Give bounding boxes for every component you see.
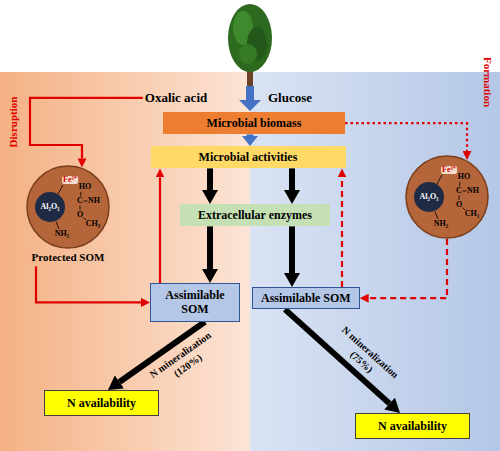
- chemical-bond: [58, 185, 63, 194]
- node-text: Assimilable SOM: [261, 291, 351, 305]
- pool-box: Assimilable SOM: [252, 287, 360, 309]
- edge-label: N mineralization (120%): [142, 324, 227, 395]
- outcome-box: N availability: [355, 413, 470, 439]
- arrow-connector: [369, 239, 447, 298]
- arrow-connector: [207, 226, 213, 269]
- process-box: Microbial activities: [151, 146, 346, 168]
- arrow-connector: [341, 177, 343, 287]
- arrow-connector: [207, 168, 213, 190]
- arrow-connector: [30, 98, 143, 159]
- input-arrow: [239, 86, 261, 111]
- group-label: NH₂: [55, 230, 69, 238]
- protected-som-circle: Al₂O₃Fe³⁺HOCNHOCH₃NH₂Protected SOM: [26, 165, 110, 249]
- atom-label: O: [77, 211, 83, 219]
- chemical-bond: [463, 208, 466, 211]
- substrate-label: Oxalic acid: [145, 90, 207, 106]
- som-particle: [406, 156, 488, 238]
- chemical-bond: [463, 191, 467, 192]
- node-text: N availability: [364, 419, 461, 433]
- atom-label: O: [456, 201, 462, 209]
- mineral-particle: [414, 182, 444, 212]
- node-heading: Protected SOM: [32, 251, 105, 264]
- mineral-particle: [35, 192, 65, 222]
- chemical-bond: [84, 218, 87, 221]
- edge-label: Formation: [480, 57, 493, 107]
- node-text: N availability: [53, 396, 150, 410]
- atom-label: C: [456, 187, 462, 195]
- arrow-connector: [36, 266, 141, 302]
- arrow-connector: [247, 134, 254, 136]
- chemical-bond: [437, 175, 442, 184]
- chemical-bond: [435, 212, 438, 220]
- group-label: HO: [79, 183, 91, 191]
- arrow-connector: [289, 226, 295, 273]
- tree-illustration: [228, 4, 272, 86]
- mineral-label: Al₂O₃: [419, 193, 438, 201]
- substrate-label: Glucose: [268, 90, 312, 106]
- chemical-bond: [459, 196, 460, 201]
- edge-label: N mineralization (75%): [325, 318, 406, 395]
- som-particle: [27, 166, 109, 248]
- group-label: CH₃: [86, 220, 100, 228]
- tree-crown: [228, 4, 272, 72]
- atom-label: C: [77, 197, 83, 205]
- chemical-bond: [80, 206, 81, 211]
- arrow-connector: [289, 168, 295, 190]
- node-text: Microbial biomass: [172, 116, 336, 130]
- chemical-bond: [80, 192, 82, 196]
- arrow-connector: [345, 123, 467, 151]
- edge-label: Disruption: [7, 97, 20, 148]
- chemical-bond: [459, 182, 461, 186]
- group-label: NH: [467, 187, 479, 195]
- chemical-bond: [56, 222, 59, 230]
- ion-label: Fe³⁺: [441, 166, 457, 174]
- group-label: NH₂: [434, 220, 448, 228]
- process-box: Microbial biomass: [163, 112, 345, 134]
- group-label: NH: [88, 197, 100, 205]
- enzyme-box: Extracellular enzymes: [180, 204, 330, 226]
- group-label: CH₃: [465, 210, 479, 218]
- outcome-box: N availability: [44, 390, 159, 416]
- node-text: Microbial activities: [160, 150, 337, 164]
- node-text: Oxalic acid: [145, 90, 207, 106]
- som-complex-circle: Al₂O₃ Fe³⁺HO C NH OCH₃ NH₂: [405, 155, 489, 239]
- tree-crown: [239, 44, 257, 64]
- chemical-bond: [84, 201, 88, 202]
- ion-label: Fe³⁺: [62, 176, 78, 184]
- group-label: HO: [458, 173, 470, 181]
- node-text: Extracellular enzymes: [189, 208, 321, 222]
- mineral-label: Al₂O₃: [40, 203, 59, 211]
- pool-box: Assimilable SOM: [150, 283, 240, 322]
- node-text: Assimilable SOM: [159, 288, 231, 317]
- arrow-connector: [159, 177, 161, 283]
